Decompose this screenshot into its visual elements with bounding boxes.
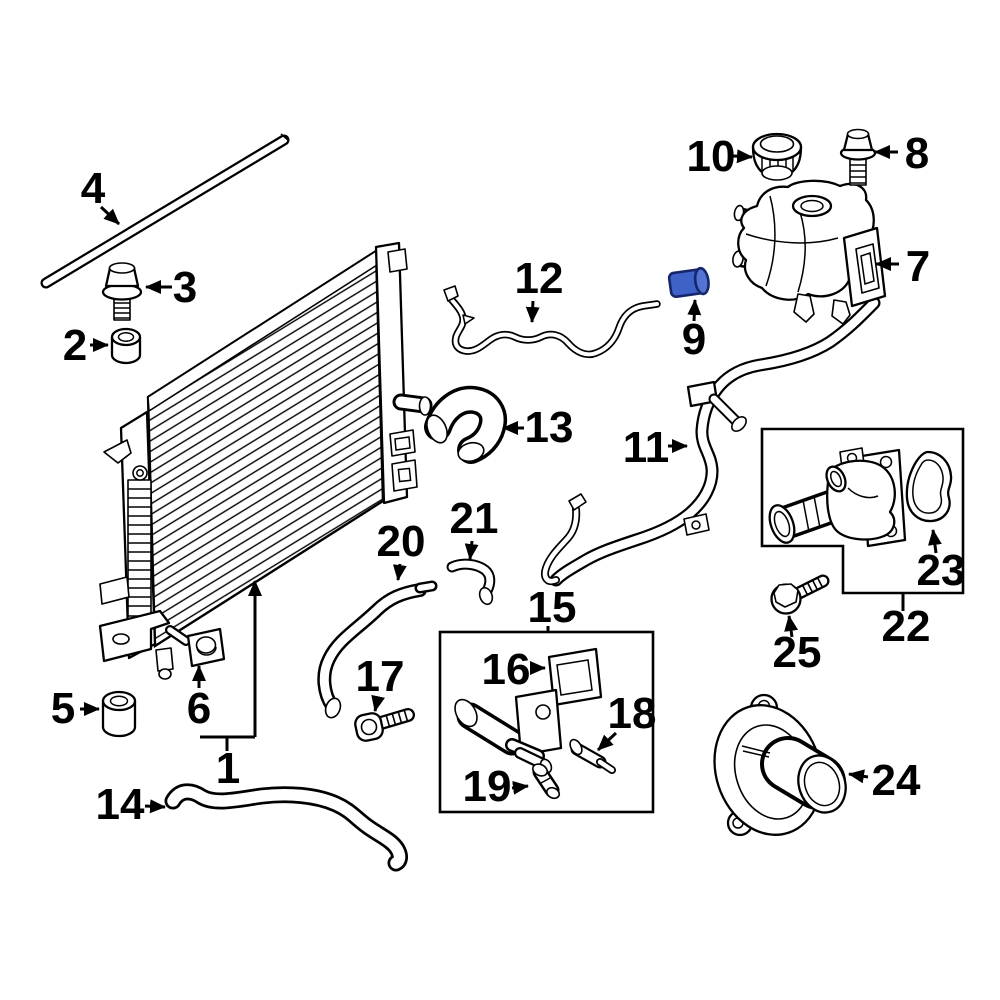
callout-15-label: 15 [528,583,577,632]
callout-8-label: 8 [905,129,929,178]
callout-1-label: 1 [216,744,240,793]
part-elbow-hose-13 [424,385,507,464]
callout-4-label: 4 [81,164,106,213]
part-sensor-18 [569,738,616,774]
callout-5-label: 5 [51,684,75,733]
callout-16-label: 16 [482,645,531,694]
part-lower-hose-14 [164,783,408,872]
callout-19-label: 19 [463,762,512,811]
callout-24-label: 24 [872,756,921,805]
callout-leaders [80,145,942,814]
part-radiator [98,241,433,680]
part-plug-19 [532,763,561,800]
callout-9-label: 9 [682,315,706,364]
part-air-seal-strip [40,133,290,289]
callout-6-label: 6 [187,684,211,733]
part-bolt-8 [839,128,877,186]
part-seal-23 [905,450,953,523]
callout-25-label: 25 [773,628,822,677]
callout-7-label: 7 [906,242,930,291]
part-reservoir-tank-7 [732,179,887,325]
part-mount-clip-6 [165,625,226,668]
callout-2-label: 2 [63,321,87,370]
part-bolt-3 [101,262,143,321]
part-grommet-2 [110,327,142,365]
callout-13-label: 13 [525,403,574,452]
callout-3-label: 3 [173,263,197,312]
callout-labels: 1 2 3 4 5 6 7 8 9 10 11 12 13 14 15 16 1… [51,129,966,829]
callout-23-label: 23 [917,546,966,595]
callout-22-label: 22 [882,602,931,651]
part-hose-11 [541,296,881,587]
part-reservoir-cap-10 [751,132,803,181]
callout-20-label: 20 [377,517,426,566]
part-gasket-16 [547,647,603,707]
part-highlighted-9 [667,266,710,299]
part-mount-cushion-5 [101,690,137,738]
part-water-outlet-24 [713,693,847,837]
part-bolt-25 [770,574,830,615]
callout-17-label: 17 [356,652,405,701]
part-connector-box-15 [438,630,655,814]
callout-12-label: 12 [515,254,564,303]
part-small-hose-21 [446,558,496,606]
callout-11-label: 11 [623,423,670,472]
callout-14-label: 14 [96,780,145,829]
part-hose-20 [317,580,438,719]
callout-18-label: 18 [608,689,657,738]
callout-21-label: 21 [450,494,499,543]
part-bolt-17 [354,708,415,742]
callout-10-label: 10 [687,132,736,181]
part-overflow-hose-12 [443,285,661,359]
